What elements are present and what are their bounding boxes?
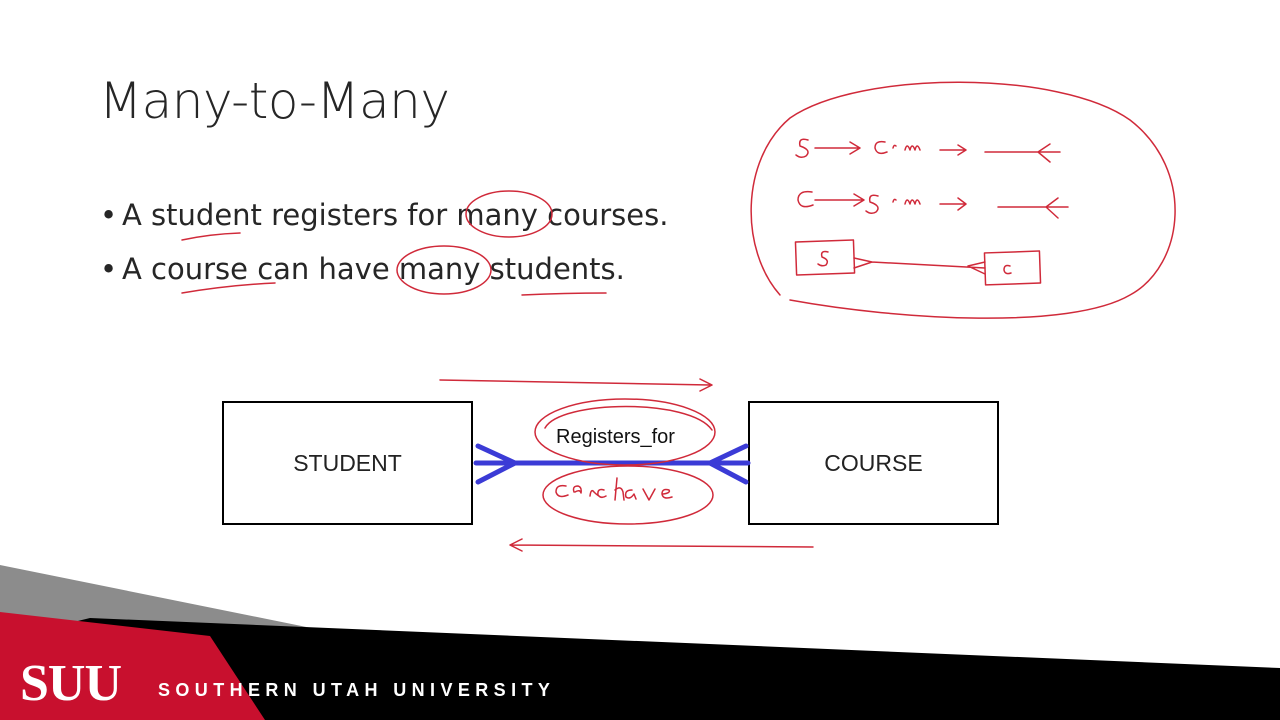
circle-many-1 bbox=[465, 190, 553, 238]
bullet-marker: • bbox=[100, 252, 118, 286]
circle-many-2 bbox=[396, 245, 492, 295]
note-line-2 bbox=[797, 190, 1069, 219]
circle-relationship-inner bbox=[544, 405, 713, 431]
note-c-letter bbox=[1003, 264, 1012, 275]
slide-title: Many-to-Many bbox=[99, 72, 450, 130]
note-box-c bbox=[983, 250, 1042, 286]
note-connector bbox=[853, 257, 986, 275]
note-s-letter bbox=[817, 250, 829, 267]
suu-logo: SUU bbox=[20, 655, 122, 712]
crows-foot-right-top bbox=[707, 443, 749, 466]
crows-foot-left-bottom bbox=[475, 460, 518, 485]
note-line-1 bbox=[795, 138, 1061, 163]
footer-black-band bbox=[0, 618, 1280, 720]
entity-student: STUDENT bbox=[222, 401, 473, 525]
bullet-item: •A course can have many students. bbox=[100, 246, 668, 300]
circle-can-have bbox=[542, 465, 714, 525]
bullet-text: A student registers for many courses. bbox=[122, 198, 669, 232]
note-circle bbox=[750, 81, 1176, 319]
university-name: SOUTHERN UTAH UNIVERSITY bbox=[158, 680, 556, 700]
bullet-marker: • bbox=[100, 198, 118, 232]
crows-foot-right-bottom bbox=[707, 460, 749, 485]
entity-course-label: COURSE bbox=[824, 449, 923, 476]
underline-students bbox=[521, 292, 607, 296]
bullet-item: •A student registers for many courses. bbox=[100, 192, 668, 246]
underline-course bbox=[181, 282, 276, 294]
relationship-label: Registers_for bbox=[556, 426, 675, 448]
can-have-text bbox=[555, 477, 673, 501]
underline-student bbox=[181, 232, 241, 241]
bullet-list: •A student registers for many courses. •… bbox=[100, 192, 668, 300]
crows-foot-left-top bbox=[475, 443, 518, 466]
note-box-s bbox=[794, 239, 856, 276]
entity-student-label: STUDENT bbox=[293, 449, 402, 476]
entity-course: COURSE bbox=[748, 401, 999, 525]
circle-relationship bbox=[534, 398, 716, 466]
bullet-text: A course can have many students. bbox=[122, 252, 625, 286]
footer-red-accent bbox=[0, 612, 265, 720]
arrow-top bbox=[439, 378, 713, 392]
arrow-bottom bbox=[509, 538, 814, 552]
